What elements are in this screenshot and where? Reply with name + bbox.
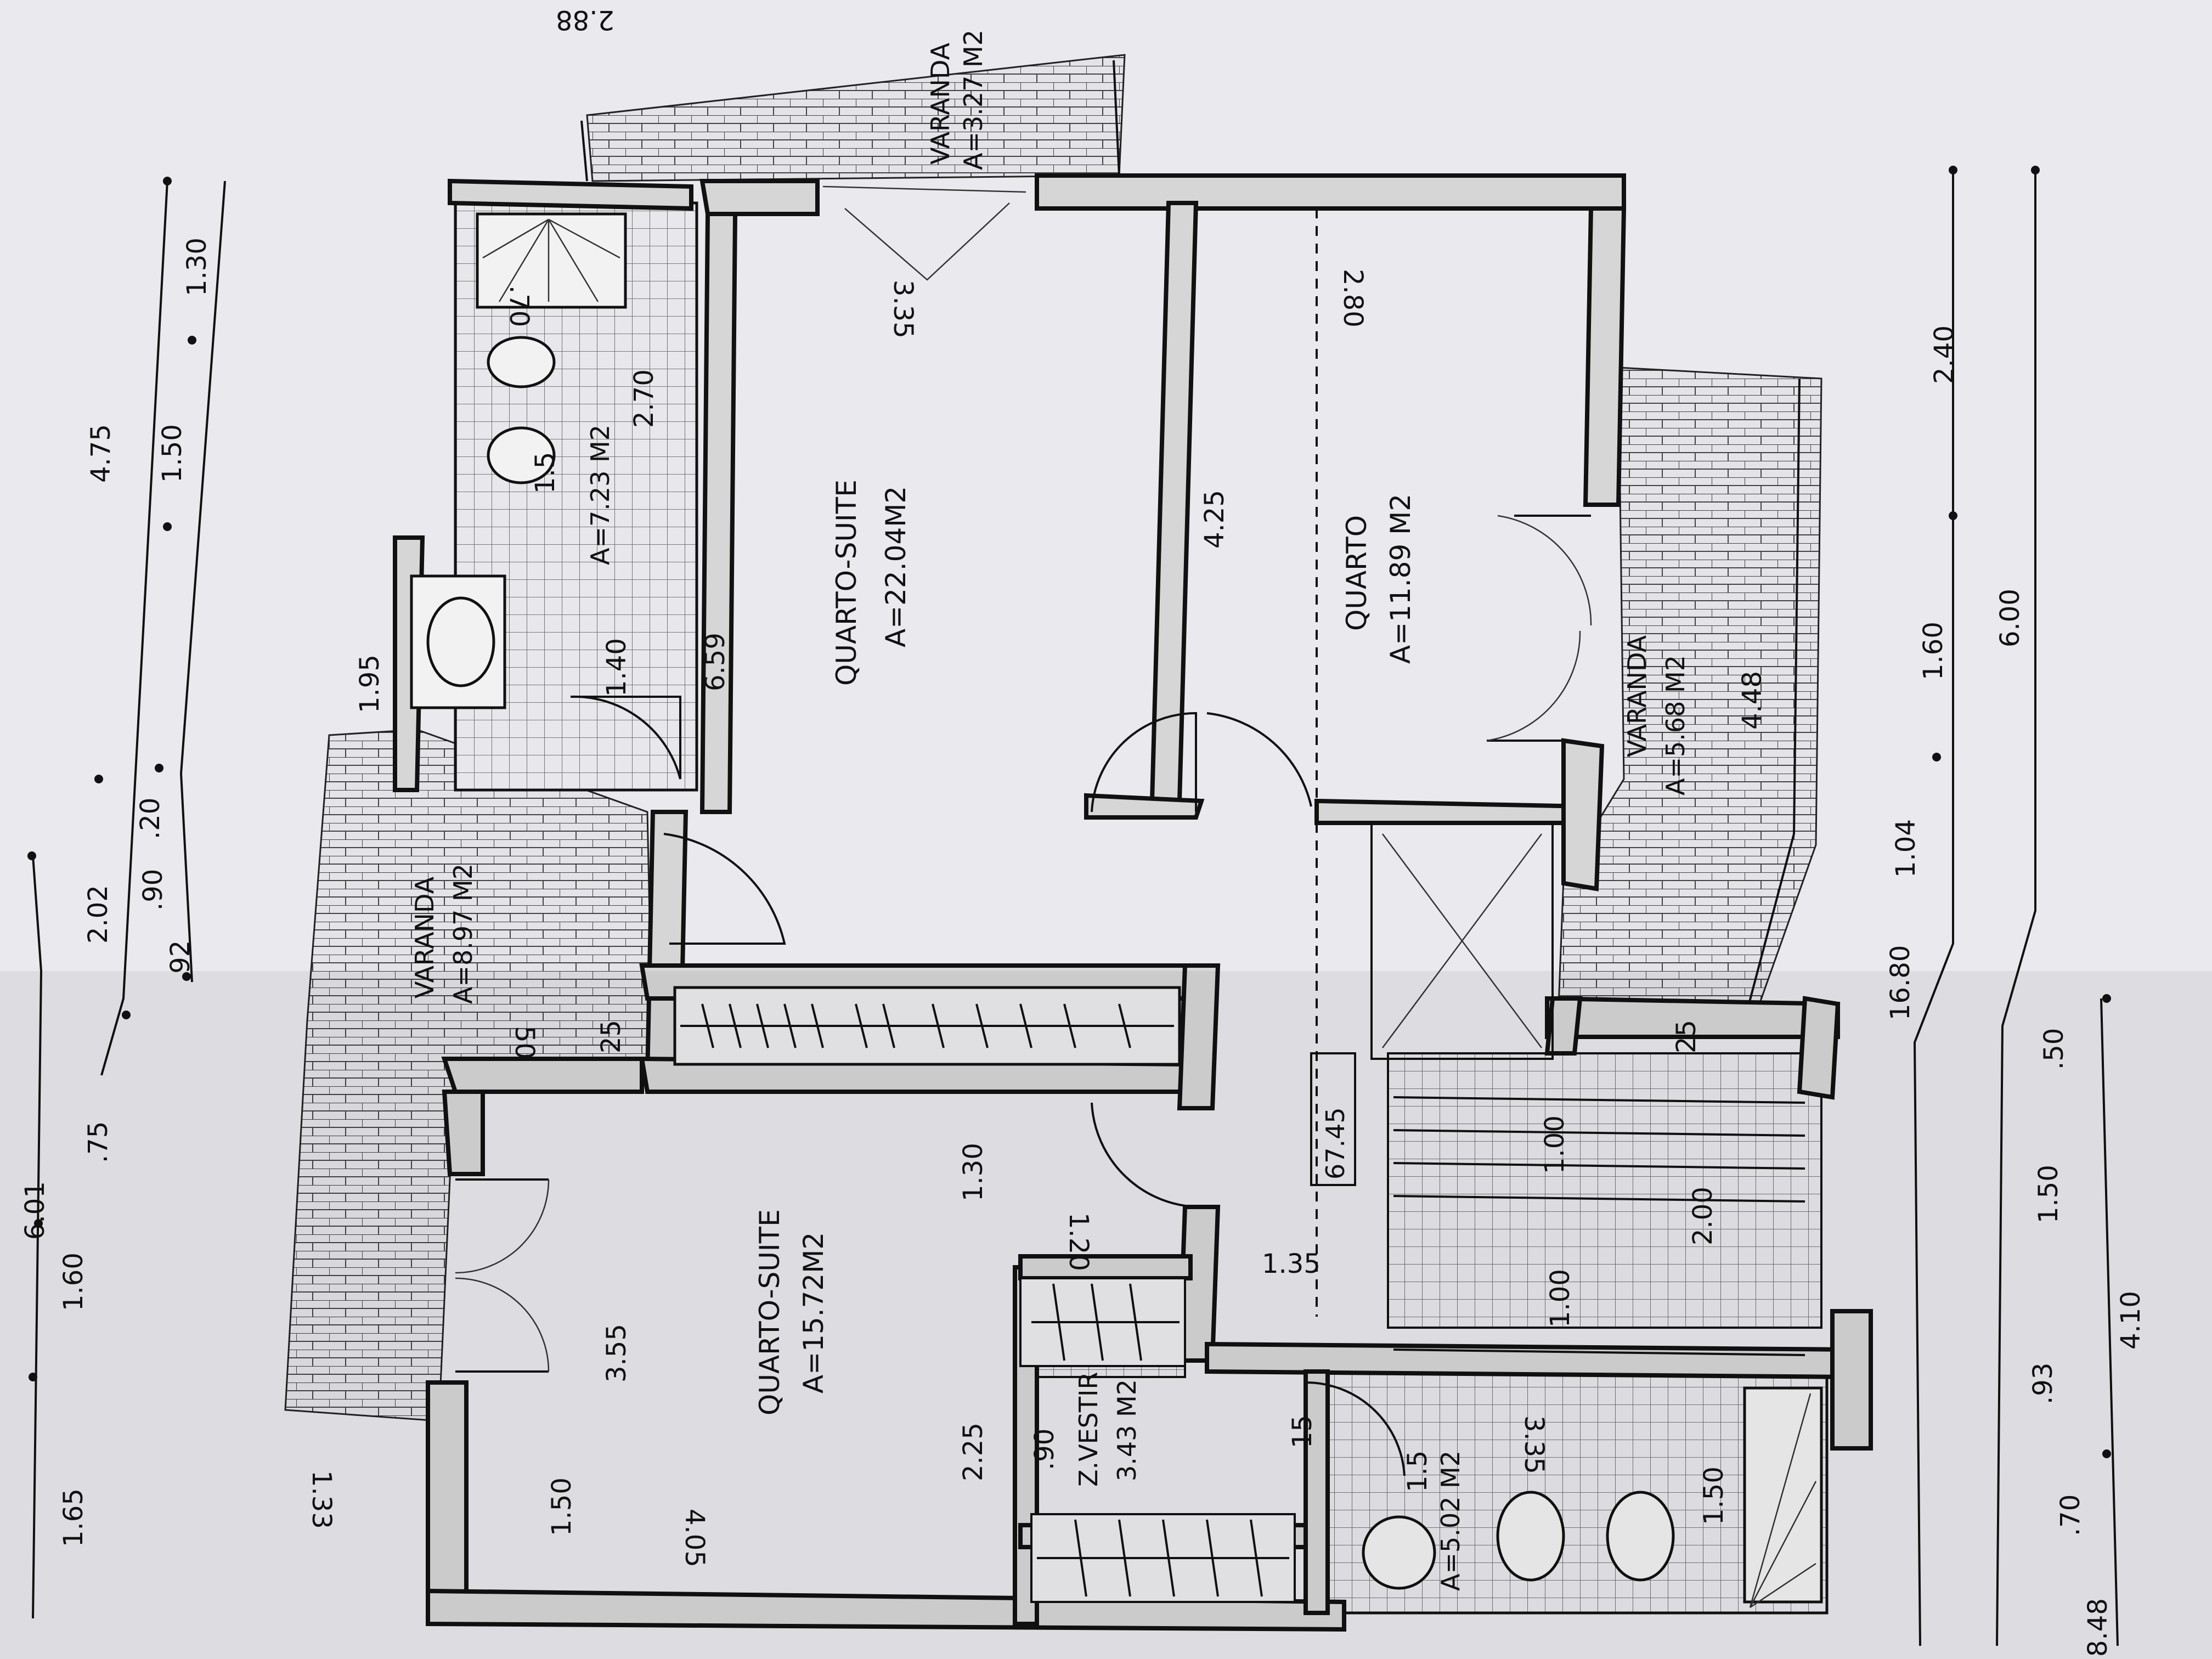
dim-1-50b: 1.50 — [2033, 1165, 2064, 1223]
suite-top-area: A=22.04M2 — [880, 486, 912, 647]
wardrobe-closet-top — [1019, 1277, 1186, 1367]
dim-4-25: 4.25 — [1199, 490, 1230, 549]
dim-1-00a: 1.00 — [1539, 1115, 1570, 1174]
sink-bottom — [1362, 1515, 1436, 1590]
dim-3-35b: 3.35 — [1519, 1415, 1549, 1474]
toilet-top — [487, 336, 556, 484]
dim-2-88: 2.88 — [556, 4, 614, 35]
dim-50b: 50 — [509, 1026, 540, 1059]
dim-4-10: 4.10 — [2115, 1291, 2146, 1350]
paper-fold-shade — [0, 971, 2212, 1659]
dim-1-00b: 1.00 — [1545, 1269, 1576, 1328]
dim-3-35a: 3.35 — [888, 280, 918, 338]
dim-3-55: 3.55 — [601, 1324, 632, 1383]
dim-1-5b: 1.5 — [1402, 1451, 1433, 1492]
suite-bottom-name: QUARTO-SUITE — [754, 1209, 786, 1415]
dim-1-95: 1.95 — [354, 654, 385, 713]
dim-6-00: 6.00 — [1995, 589, 2025, 647]
dim-1-50c: 1.50 — [1699, 1466, 1729, 1525]
dim-2-25: 2.25 — [958, 1423, 989, 1481]
quarto-name: QUARTO — [1341, 515, 1373, 631]
dim-2-40: 2.40 — [1929, 325, 1960, 384]
varanda-top-area: A=3.27 M2 — [958, 30, 988, 170]
varanda-left-area: A=8.97 M2 — [448, 864, 478, 1004]
dim-1-40: 1.40 — [601, 638, 632, 697]
dimension-chain-left-inner — [155, 180, 226, 983]
dim-4-75: 4.75 — [86, 424, 116, 483]
dim-1-60a: 1.60 — [58, 1252, 89, 1311]
balcony-top — [586, 54, 1126, 182]
dim-8-48: 8.48 — [2083, 1598, 2113, 1657]
dim-4-48: 4.48 — [1737, 671, 1768, 730]
dim-50: .50 — [2039, 1028, 2069, 1070]
suite-top-name: QUARTO-SUITE — [831, 479, 862, 686]
bath-bottom-area: A=5.02 M2 — [1436, 1451, 1465, 1591]
dim-1-30b: 1.30 — [958, 1143, 989, 1201]
void-opening — [1370, 822, 1554, 1060]
dim-1-20: 1.20 — [1063, 1212, 1094, 1271]
dim-2-02: 2.02 — [83, 885, 114, 944]
suite-bottom-area: A=15.72M2 — [798, 1232, 830, 1393]
dim-1-50a: 1.50 — [157, 424, 188, 483]
dim-70: .70 — [2055, 1494, 2086, 1536]
dimension-chain-right — [1913, 166, 2119, 1646]
wardrobe-hall — [673, 986, 1181, 1066]
dim-1-65: 1.65 — [58, 1488, 89, 1547]
dim-75: .75 — [83, 1121, 114, 1163]
varanda-right-name: VARANDA — [1622, 635, 1652, 757]
varanda-right-area: A=5.68 M2 — [1661, 655, 1690, 795]
dim-93: .93 — [2028, 1363, 2058, 1404]
dimension-chain-left-outer — [27, 851, 43, 1619]
dim-20: .20 — [135, 798, 166, 839]
dim-1-30a: 1.30 — [182, 238, 212, 296]
hall-area: 67.45 — [1321, 1107, 1350, 1180]
dim-2-00: 2.00 — [1688, 1187, 1718, 1245]
dim-92: .92 — [165, 940, 196, 982]
shower-top — [476, 212, 627, 309]
dim-1-33: 1.33 — [306, 1470, 337, 1529]
sink-top — [410, 574, 506, 709]
dim-6-59: 6.59 — [700, 633, 731, 691]
dim-2-70: 2.70 — [629, 369, 659, 428]
dim-25b: 25 — [1671, 1020, 1702, 1053]
varanda-top-name: VARANDA — [926, 42, 955, 165]
dim-1-5: 1.5 — [530, 452, 561, 494]
dim-90: .90 — [138, 869, 168, 911]
dim-1-04: 1.04 — [1891, 819, 1921, 878]
doors — [455, 185, 1592, 1476]
room-labels: QUARTO-SUITE A=22.04M2 QUARTO-SUITE A=15… — [410, 30, 1690, 1591]
bath-top-area: A=7.23 M2 — [585, 425, 615, 565]
shower-bottom — [1743, 1386, 1823, 1609]
wardrobe-closet-bottom — [1030, 1513, 1296, 1603]
dim-4-05: 4.05 — [679, 1509, 710, 1567]
dim-1-60b: 1.60 — [1918, 622, 1949, 680]
dim-25a: 25 — [596, 1020, 627, 1053]
closet-name: Z.VESTIR — [1074, 1372, 1103, 1487]
quarto-area: A=11.89 M2 — [1385, 494, 1417, 664]
dim-1-50d: 1.50 — [546, 1477, 577, 1536]
dim-6-01: 6.01 — [20, 1181, 50, 1240]
closet-area: 3.43 M2 — [1112, 1379, 1142, 1481]
dim-90b: .90 — [1029, 1429, 1060, 1470]
dimension-labels: 6.01 1.60 .75 1.65 2.02 .90 .20 .92 4.75… — [20, 4, 2146, 1657]
dim-2-80: 2.80 — [1338, 269, 1368, 328]
dimension-chain-left-middle — [94, 177, 172, 1076]
dim-1-35: 1.35 — [1262, 1249, 1321, 1279]
dim-70b: .70 — [504, 285, 534, 327]
dim-15: 15 — [1287, 1415, 1318, 1448]
varanda-left-name: VARANDA — [410, 876, 439, 998]
dim-16-80: 16.80 — [1885, 945, 1916, 1020]
toilet-bottom — [1496, 1491, 1675, 1582]
